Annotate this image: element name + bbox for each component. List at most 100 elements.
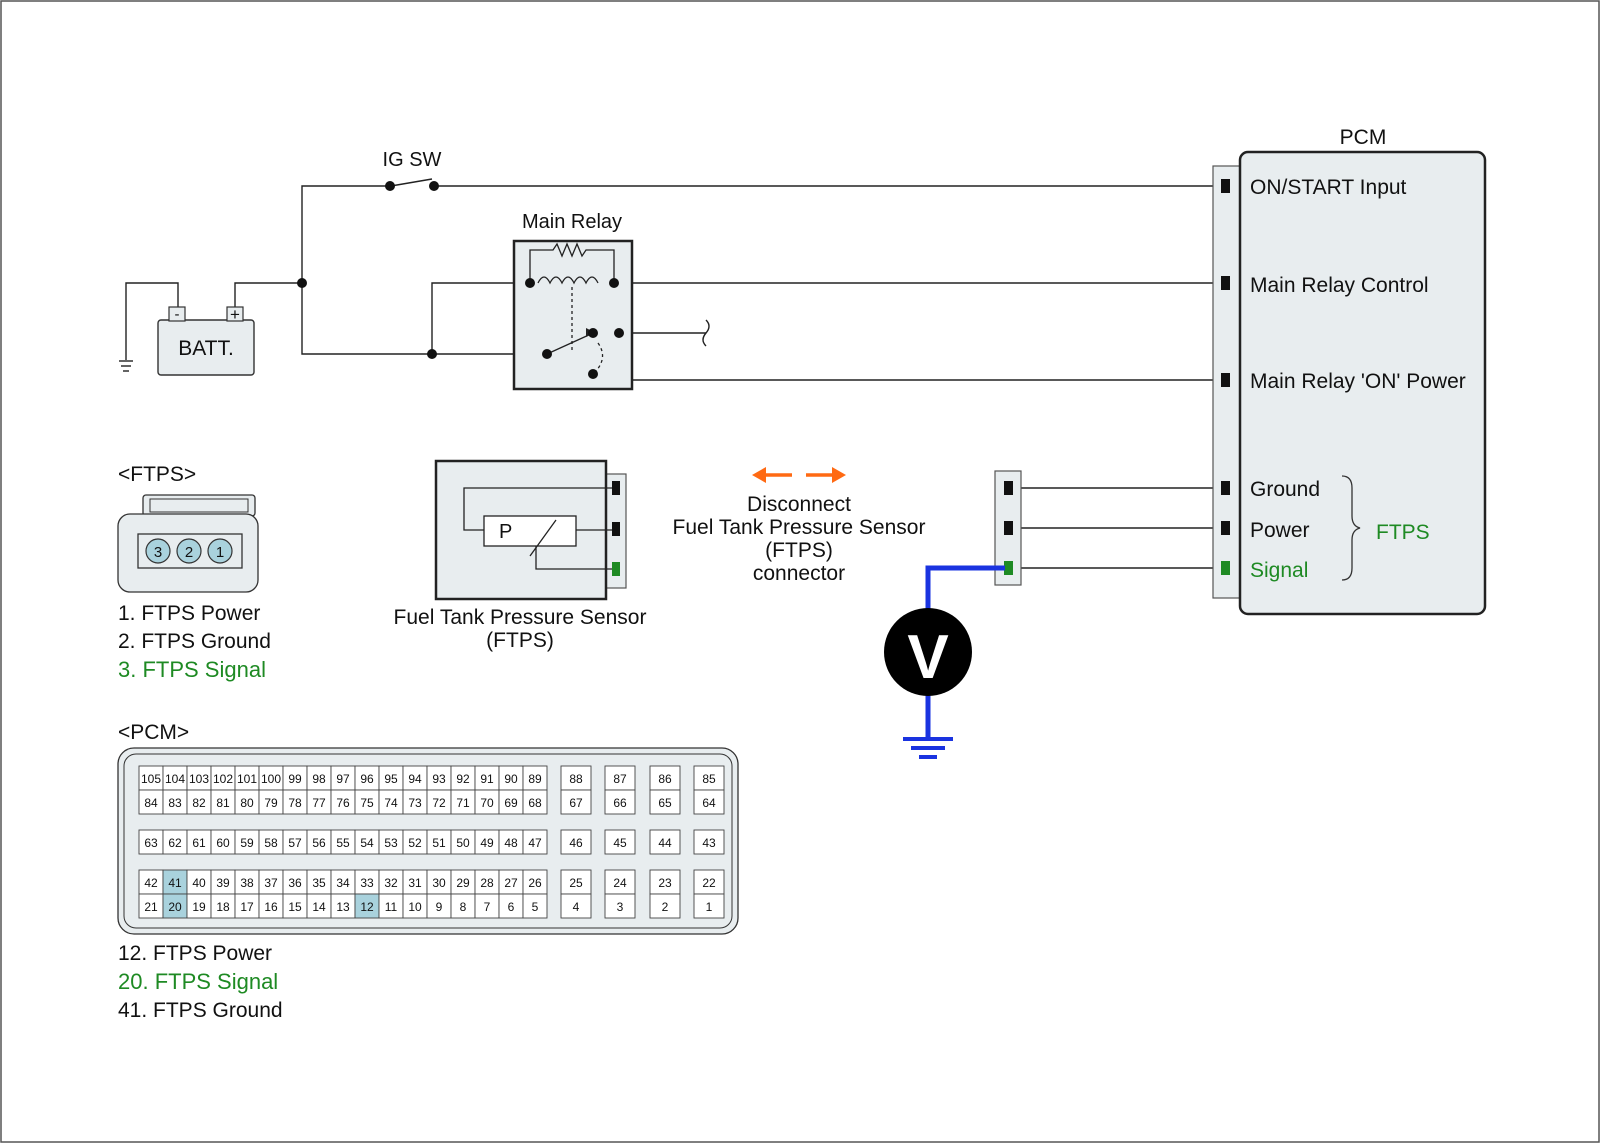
pcm-pin-label: 3 <box>617 900 624 914</box>
pcm-pin-label: 101 <box>237 772 257 786</box>
pcm-pin-label: 11 <box>385 900 398 914</box>
battery-plus-label: + <box>230 305 240 324</box>
pcm-pin-70 <box>474 789 500 815</box>
pcm-pin-12 <box>354 893 380 919</box>
pcm-pin-59 <box>234 829 260 855</box>
pcm-pin-label: 79 <box>264 796 278 810</box>
pcm-pin-71 <box>450 789 476 815</box>
pcm-pin-label: 104 <box>165 772 185 786</box>
wires <box>125 185 1225 569</box>
pcm-pin-32 <box>378 869 404 895</box>
pcm-pin-37 <box>258 869 284 895</box>
pcm-pin-41 <box>162 869 188 895</box>
pcm-pin-label: 47 <box>528 836 542 850</box>
ftps-group-brace <box>1341 475 1361 581</box>
pcm-pin-label: 87 <box>613 772 627 786</box>
pcm-pin-33 <box>354 869 380 895</box>
pcm-pin-86 <box>649 765 681 791</box>
pcm-pin-label: 90 <box>504 772 518 786</box>
battery-ground-wire <box>125 282 179 360</box>
pcm-pin-label: 23 <box>658 876 672 890</box>
pcm-pin-68 <box>522 789 548 815</box>
ftps-pin-1 <box>207 538 233 564</box>
pcm-pin-67 <box>560 789 592 815</box>
pcm-pin-label: 58 <box>264 836 278 850</box>
pcm-pin-label: 66 <box>613 796 627 810</box>
ftps-pin-3-label: 3 <box>154 544 162 561</box>
relay-contact-arm <box>546 333 592 355</box>
coil-feed-wire <box>431 282 530 354</box>
pcm-pin-label: 10 <box>408 900 422 914</box>
pcm-pin-label: 61 <box>192 836 206 850</box>
pcm-pin-23 <box>649 869 681 895</box>
voltmeter <box>884 608 972 696</box>
pcm-pin-label: 52 <box>408 836 422 850</box>
pcm-terminal-ground: Ground <box>1250 478 1320 501</box>
pcm-pin-79 <box>258 789 284 815</box>
pcm-pin-label: 32 <box>384 876 398 890</box>
pcm-terminal-signal: Signal <box>1250 559 1308 582</box>
pcm-pin-label: 21 <box>144 900 158 914</box>
pcm-pin-label: 34 <box>336 876 350 890</box>
pcm-pin-19 <box>186 893 212 919</box>
pcm-pin-label: 51 <box>432 836 446 850</box>
sensor-caption-line-1: Fuel Tank Pressure Sensor <box>394 606 647 629</box>
pcm-legend-2: 20. FTPS Signal <box>118 969 278 994</box>
sensor-element-label: P <box>499 521 512 543</box>
pcm-pin-label: 60 <box>216 836 230 850</box>
pcm-pin-label: 25 <box>569 876 583 890</box>
pcm-pin-91 <box>474 765 500 791</box>
pcm-pin-label: 72 <box>432 796 446 810</box>
pcm-pin-54 <box>354 829 380 855</box>
disconnect-line-3: (FTPS) <box>765 539 833 562</box>
disconnect-line-2: Fuel Tank Pressure Sensor <box>673 516 926 539</box>
ftps-legend-2: 2. FTPS Ground <box>118 630 271 653</box>
harness-pin-signal <box>1004 561 1013 575</box>
pcm-pin-label: 97 <box>336 772 350 786</box>
pcm-pin-label: 64 <box>702 796 716 810</box>
pcm-legend-3: 41. FTPS Ground <box>118 999 283 1022</box>
voltmeter-label: V <box>907 623 948 692</box>
pcm-pin-label: 78 <box>288 796 302 810</box>
pcm-pin-label: 16 <box>264 900 278 914</box>
pcm-pin-27 <box>498 869 524 895</box>
pcm-pin-21 <box>138 893 164 919</box>
relay-internals <box>529 242 615 372</box>
pcm-pin-61 <box>186 829 212 855</box>
pcm-pin-label: 9 <box>436 900 443 914</box>
pcm-pin-15 <box>282 893 308 919</box>
pcm-pin-66 <box>604 789 636 815</box>
pcm-pin-88 <box>560 765 592 791</box>
pcm-pin-label: 67 <box>569 796 583 810</box>
battery-ground-icon <box>119 360 133 372</box>
ftps-connector-title: <FTPS> <box>118 463 196 486</box>
pcm-terminal-on-start: ON/START Input <box>1250 176 1407 199</box>
pcm-terminal-relay-control: Main Relay Control <box>1250 274 1429 297</box>
pcm-pin-label: 95 <box>384 772 398 786</box>
pcm-pin-13 <box>330 893 356 919</box>
pcm-pin-2 <box>649 893 681 919</box>
pcm-pin-label: 73 <box>408 796 422 810</box>
battery-positive-wire <box>234 282 302 310</box>
pcm-pin-102 <box>210 765 236 791</box>
ig-switch-label: IG SW <box>383 149 442 171</box>
pcm-pin-label: 84 <box>144 796 158 810</box>
pcm-pin-25 <box>560 869 592 895</box>
pcm-pin-90 <box>498 765 524 791</box>
pcm-pin-47 <box>522 829 548 855</box>
disconnect-arrows-icon <box>752 467 846 483</box>
pcm-pin-label: 27 <box>504 876 518 890</box>
pcm-pin-63 <box>138 829 164 855</box>
battery-label: BATT. <box>178 337 234 360</box>
pcm-pin-label: 103 <box>189 772 209 786</box>
harness-pin-ground <box>1004 481 1013 495</box>
pcm-pin-65 <box>649 789 681 815</box>
pcm-pin-label: 91 <box>480 772 494 786</box>
sensor-caption-line-2: (FTPS) <box>486 629 554 652</box>
pcm-pin-55 <box>330 829 356 855</box>
pcm-pin-label: 89 <box>528 772 542 786</box>
harness-pin-power <box>1004 521 1013 535</box>
pcm-connector-title: <PCM> <box>118 721 189 744</box>
pcm-pin-4 <box>560 893 592 919</box>
